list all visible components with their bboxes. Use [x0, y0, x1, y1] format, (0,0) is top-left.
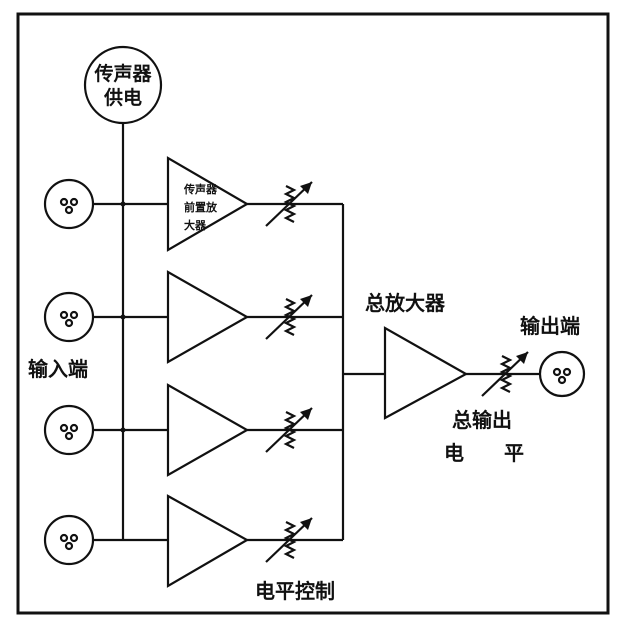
output-label: 输出端: [520, 314, 580, 338]
preamp-label-line2: 前置放: [184, 200, 218, 214]
input-jack-1: [43, 178, 95, 230]
preamp-label-line3: 大器: [184, 218, 207, 232]
channel-2: [43, 270, 343, 364]
master-amplifier: [383, 326, 469, 420]
input-jack-3: [43, 404, 95, 456]
master-level-label-line2a: 电: [444, 441, 464, 465]
mic-power-supply: 传声器 供电: [83, 45, 163, 125]
input-jack-4: [43, 514, 95, 566]
preamp-3: [166, 383, 250, 477]
master-amp-label: 总放大器: [365, 291, 446, 315]
channel-3: [43, 383, 343, 477]
preamp-label-line1: 传声器: [183, 182, 218, 196]
mic-power-label-line2: 供电: [103, 86, 142, 109]
preamp-2: [166, 270, 250, 364]
master-level-label-line2b: 平: [504, 441, 524, 465]
diagram-frame: [16, 12, 610, 615]
output-jack: [538, 350, 586, 398]
channel-4: [43, 494, 343, 588]
channel-1: 传声器 前置放 大器: [43, 156, 343, 252]
preamp-1: [166, 156, 250, 252]
mic-power-label-line1: 传声器: [93, 62, 152, 85]
input-jack-2: [43, 291, 95, 343]
preamp-4: [166, 494, 250, 588]
master-level-label-line1: 总输出: [452, 408, 512, 432]
input-label: 输入端: [28, 357, 88, 381]
level-control-label: 电平控制: [255, 579, 335, 603]
